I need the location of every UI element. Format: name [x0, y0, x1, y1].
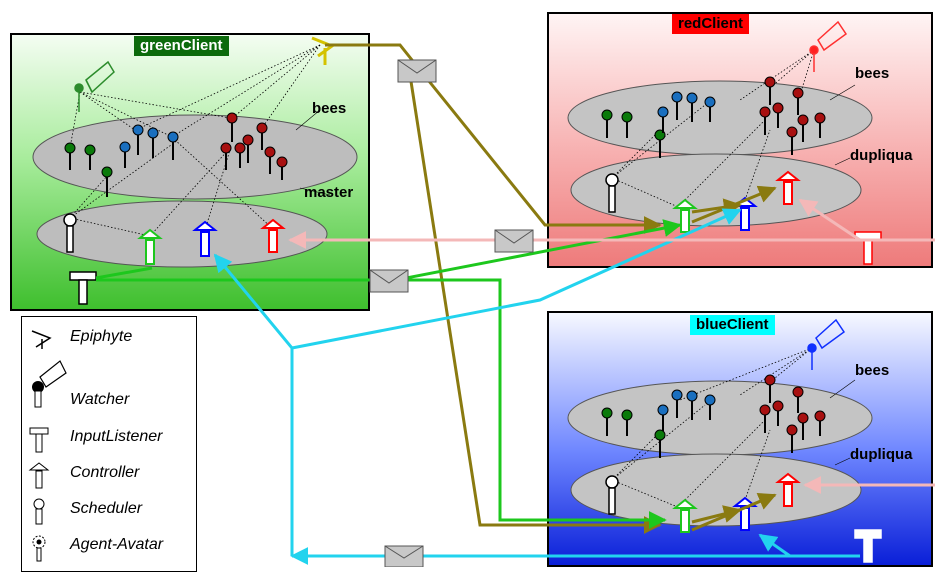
envelope-icon: [369, 269, 409, 293]
red-bees: [601, 76, 826, 141]
red-client-title: redClient: [672, 14, 750, 34]
blue-bees-layer: [567, 380, 873, 456]
green-client-title: greenClient: [134, 36, 229, 56]
pink-message-lines: [288, 198, 935, 494]
legend-label: Scheduler: [70, 500, 143, 517]
controller-icon: [28, 462, 50, 489]
agent-avatar-icon: [32, 535, 46, 562]
blue-watcher: [807, 318, 846, 370]
legend-label: InputListener: [70, 428, 163, 445]
blue-dupliqua-layer: [570, 453, 862, 527]
blue-dupliqua-label: dupliqua: [850, 446, 913, 463]
scheduler-icon: [33, 498, 45, 525]
epiphyte-icon: [31, 330, 52, 349]
green-message-lines: [95, 219, 682, 529]
legend-item-agent-avatar: Agent-Avatar: [22, 533, 196, 562]
legend-label: Controller: [70, 464, 140, 481]
red-dupliqua-label: dupliqua: [850, 147, 913, 164]
legend-item-controller: Controller: [22, 461, 196, 489]
red-scheduler: [605, 173, 619, 213]
legend-label: Agent-Avatar: [70, 536, 164, 553]
legend-item-input-listener: InputListener: [22, 425, 196, 453]
legend-label: Watcher: [70, 391, 130, 408]
red-watcher: [809, 20, 848, 72]
green-scheduler: [63, 213, 77, 253]
green-master-label: master: [304, 184, 354, 201]
red-bees-layer: [567, 80, 873, 156]
envelope-icon: [397, 59, 437, 83]
legend-item-epiphyte: Epiphyte: [22, 325, 196, 349]
red-bees-label: bees: [855, 65, 890, 82]
blue-input-listener: [854, 529, 882, 563]
green-master-layer: [36, 200, 328, 268]
input-listener-icon: [29, 427, 49, 453]
blue-controller-green: [672, 498, 698, 533]
green-watcher: [74, 60, 115, 112]
red-controller-green: [672, 198, 698, 233]
green-controller-red: [260, 218, 286, 253]
watcher-icon: [32, 360, 67, 408]
green-bees-label: bees: [312, 100, 347, 117]
red-controller-red: [775, 170, 801, 205]
envelope-icon: [384, 545, 424, 567]
blue-controller-red: [775, 472, 801, 507]
blue-scheduler: [605, 475, 619, 515]
legend: Epiphyte Watcher InputListener Controlle…: [21, 316, 197, 572]
legend-item-watcher: Watcher: [22, 359, 196, 408]
green-input-listener: [69, 271, 97, 305]
red-input-listener: [854, 231, 882, 265]
blue-bees-label: bees: [855, 362, 890, 379]
blue-client-title: blueClient: [690, 315, 775, 335]
green-bees-layer: [32, 114, 358, 200]
green-controller-blue: [192, 220, 218, 257]
envelope-icon: [494, 229, 534, 253]
green-controller-green: [137, 228, 163, 265]
legend-label: Epiphyte: [70, 328, 133, 345]
legend-item-scheduler: Scheduler: [22, 497, 196, 525]
